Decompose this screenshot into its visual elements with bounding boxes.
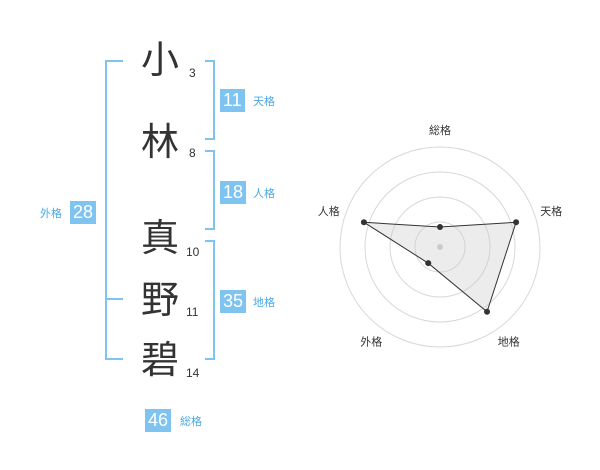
radar-point-1	[437, 224, 443, 230]
soukaku-label: 総格	[180, 415, 202, 428]
chikaku-bracket-top	[205, 240, 215, 242]
name-char-1: 小	[140, 38, 179, 82]
gaikaku-label: 外格	[40, 207, 62, 220]
radar-ring-1	[414, 221, 466, 273]
stroke-count-2: 8	[189, 146, 196, 160]
tenkaku-bracket-bottom	[205, 138, 215, 140]
gaikaku-bracket-line	[105, 60, 107, 360]
radar-axis-label-1: 総格	[429, 123, 451, 137]
gaikaku-bracket-top	[105, 60, 123, 62]
jinkaku-bracket-bottom	[205, 228, 215, 230]
tenkaku-value: 11	[220, 89, 245, 112]
radar-ring-3	[364, 171, 516, 323]
radar-axis-label-5: 人格	[318, 204, 340, 218]
radar-axis-label-2: 天格	[540, 204, 562, 218]
radar-ring-2	[389, 196, 491, 298]
stroke-count-5: 14	[186, 366, 200, 380]
gaikaku-bracket-bottom	[105, 358, 123, 360]
name-char-5: 碧	[140, 338, 179, 382]
name-char-3: 真	[140, 216, 179, 260]
radar-point-2	[513, 219, 520, 226]
radar-point-5	[360, 219, 367, 226]
chikaku-label: 地格	[253, 296, 275, 309]
radar-point-3	[484, 308, 491, 315]
radar-value-polygon	[363, 221, 517, 313]
gaikaku-bracket-split	[105, 298, 123, 300]
jinkaku-bracket-line	[213, 150, 215, 230]
radar-axis-label-4: 外格	[360, 335, 382, 349]
tenkaku-bracket-top	[205, 60, 215, 62]
gaikaku-value: 28	[70, 201, 97, 224]
jinkaku-label: 人格	[253, 187, 275, 200]
radar-center-dot	[437, 244, 443, 250]
chikaku-bracket-bottom	[205, 358, 215, 360]
name-char-4: 野	[140, 278, 179, 322]
chikaku-value: 35	[220, 290, 247, 313]
tenkaku-label: 天格	[253, 95, 275, 108]
jinkaku-value: 18	[220, 181, 247, 204]
name-char-2: 林	[140, 120, 179, 164]
tenkaku-bracket-line	[213, 60, 215, 140]
radar-point-4	[425, 260, 432, 267]
jinkaku-bracket-top	[205, 150, 215, 152]
stroke-count-1: 3	[189, 66, 196, 80]
radar-axis-label-3: 地格	[498, 335, 520, 349]
soukaku-value: 46	[145, 409, 172, 432]
radar-ring-4	[339, 146, 541, 348]
stroke-count-3: 10	[186, 245, 200, 259]
chikaku-bracket-line	[213, 240, 215, 360]
stroke-count-4: 11	[186, 305, 199, 319]
